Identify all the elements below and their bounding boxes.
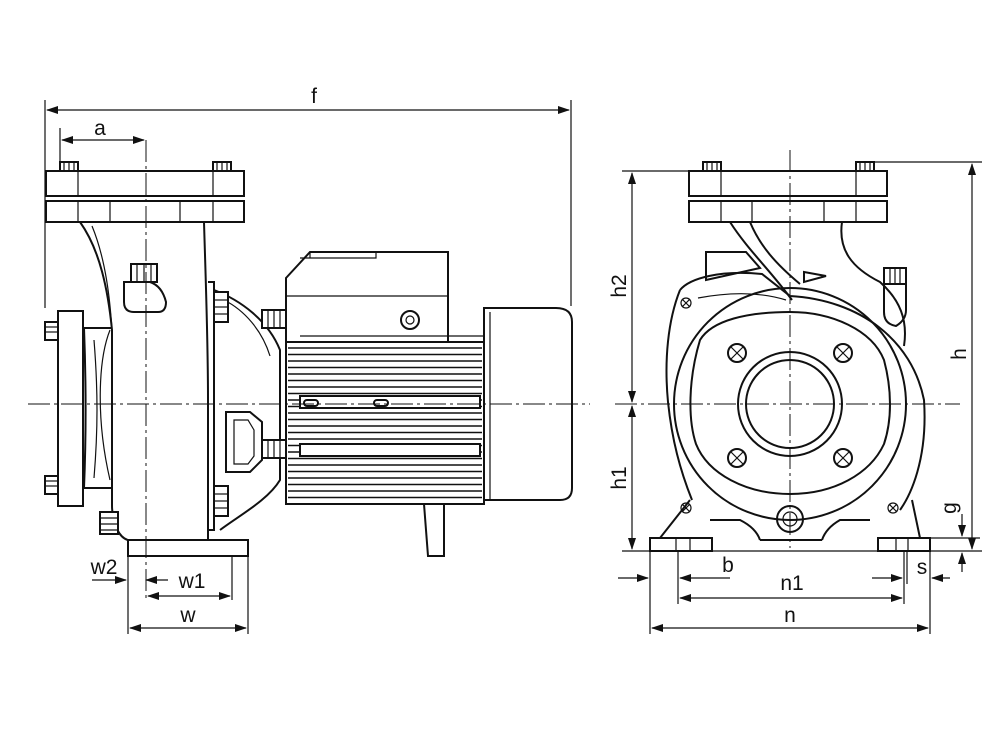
motor-bracket xyxy=(208,281,287,531)
dimension-label-g: g xyxy=(938,502,961,514)
dimension-label-n: n xyxy=(784,604,796,627)
motor-body xyxy=(285,335,485,505)
suction-flange xyxy=(44,310,84,507)
flange-bolt-right xyxy=(212,161,232,172)
dimension-label-s: s xyxy=(917,556,928,579)
front-view-dimensions: h2 h1 h g b s n1 n xyxy=(608,161,982,634)
discharge-flange xyxy=(45,170,245,223)
front-volute-neck xyxy=(705,221,907,347)
bracket-bolt-2 xyxy=(680,502,692,514)
flange-bolt-3 xyxy=(727,448,747,468)
dimension-label-w: w xyxy=(179,604,196,627)
front-view xyxy=(615,150,960,552)
terminal-box xyxy=(285,251,449,343)
pump-casing xyxy=(79,221,209,541)
dimension-label-h: h xyxy=(948,348,971,360)
flange-bolt-1 xyxy=(727,343,747,363)
front-discharge-flange xyxy=(688,161,888,223)
dimension-label-w2: w2 xyxy=(90,556,118,579)
motor-foot xyxy=(423,503,445,557)
fan-cover xyxy=(483,307,573,501)
flange-bolt-4 xyxy=(833,448,853,468)
dimension-label-h2: h2 xyxy=(608,274,631,297)
side-view-dimensions: f a w2 w1 w xyxy=(44,85,572,634)
bracket-bolt-1 xyxy=(680,297,692,309)
dimension-label-a: a xyxy=(94,117,106,140)
flange-bolt-2 xyxy=(833,343,853,363)
side-view xyxy=(28,140,590,600)
flange-bolt-left xyxy=(59,161,79,172)
dimension-label-h1: h1 xyxy=(608,466,631,489)
dimension-label-w1: w1 xyxy=(178,570,206,593)
dimension-label-b: b xyxy=(722,554,734,577)
motor-cooling-fins xyxy=(288,347,482,499)
dimension-label-n1: n1 xyxy=(780,572,803,595)
bracket-bolt-3 xyxy=(887,502,899,514)
front-flange-bolts xyxy=(680,297,899,514)
dimension-label-f: f xyxy=(311,85,317,108)
